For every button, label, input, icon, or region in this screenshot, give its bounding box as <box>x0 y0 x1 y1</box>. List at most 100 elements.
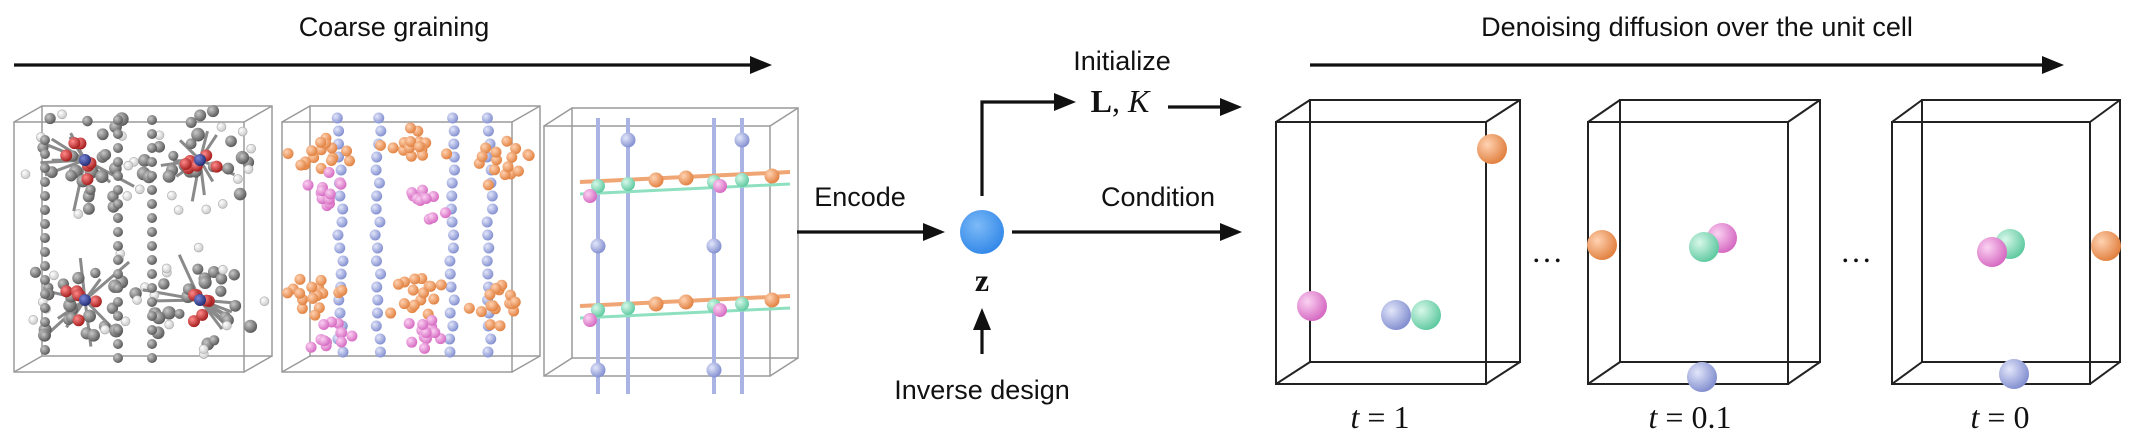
hydrogen-atom <box>100 324 110 335</box>
blue-block-atom <box>482 346 494 358</box>
linker-atom <box>147 171 157 181</box>
pink-node <box>583 189 597 203</box>
linker-atom <box>147 213 157 223</box>
green-node <box>621 177 635 191</box>
oxygen-atom <box>60 285 73 298</box>
blue-block-atom <box>481 255 493 267</box>
linker-atom <box>40 233 50 243</box>
green-node <box>735 173 749 187</box>
carbon-atom <box>185 138 197 150</box>
pink-node <box>583 313 597 327</box>
blue-block-atom <box>374 346 386 358</box>
hydrogen-atom <box>135 184 145 195</box>
blue-block-atom <box>369 229 381 241</box>
orange-block-atom <box>463 302 475 314</box>
blue-block-atom <box>486 190 498 202</box>
linker-atom <box>113 115 123 125</box>
blue-block-atom <box>375 268 387 280</box>
blue-block-atom <box>375 125 387 137</box>
blue-block-atom <box>448 138 460 150</box>
pink-block-atom <box>346 330 358 342</box>
linker-atom <box>40 261 50 271</box>
linker-atom <box>40 275 50 285</box>
orange-block-atom <box>441 148 453 160</box>
orange-block-atom <box>428 293 440 305</box>
hydrogen-atom <box>201 204 212 215</box>
orange-block-atom <box>325 155 337 167</box>
green-node <box>591 303 605 317</box>
carbon-atom <box>168 150 179 161</box>
linker-atom <box>40 289 50 299</box>
carbon-atom <box>29 266 41 278</box>
carbon-atom <box>243 319 258 333</box>
condition-label: Condition <box>1101 182 1215 212</box>
orange-block-atom <box>296 302 308 314</box>
carbon-atom <box>233 187 247 201</box>
blue-block-atom <box>445 281 457 293</box>
initialize-label: Initialize <box>1073 46 1171 76</box>
atom-cluster <box>20 104 270 363</box>
orange-block-atom <box>405 135 417 147</box>
linker-atom <box>113 143 123 153</box>
pink-block-atom <box>427 212 439 224</box>
init-to-cell-arrow <box>1168 98 1242 116</box>
oxygen-atom <box>89 295 102 308</box>
green-node <box>621 301 635 315</box>
green-node <box>591 179 605 193</box>
carbon-atom <box>198 275 212 290</box>
coarse-grained-panel <box>543 107 799 394</box>
coarse-graining-arrow <box>14 56 772 74</box>
hydrogen-atom <box>173 205 184 215</box>
carbon-atom <box>158 278 170 290</box>
linker-atom <box>147 129 157 139</box>
linker-atom <box>40 247 50 257</box>
orange-block-atom <box>315 136 327 148</box>
pink-block-atom <box>318 318 330 330</box>
orange-block-atom <box>385 307 397 319</box>
carbon-atom <box>192 263 204 275</box>
pink-block-atom <box>426 314 438 326</box>
latent-z-label: z <box>975 262 989 298</box>
metal-atom <box>79 294 91 306</box>
timestep-label-t0: t = 0 <box>1971 399 2030 435</box>
orange-block-atom <box>281 287 293 299</box>
carbon-atom <box>87 328 100 342</box>
atomistic-structure-panel <box>13 104 273 373</box>
blue-block-atom <box>337 255 349 267</box>
orange-block-atom <box>487 300 499 312</box>
blue-block-atom <box>334 307 346 319</box>
pink-building-block <box>1297 291 1327 321</box>
orange-block-atom <box>387 142 399 154</box>
pink-block-atom <box>302 179 314 191</box>
linker-atom <box>40 303 50 313</box>
linker-atom <box>147 339 157 349</box>
oxygen-atom <box>187 315 200 328</box>
blue-block-atom <box>481 216 493 228</box>
hydrogen-atom <box>73 209 84 219</box>
carbon-atom <box>215 273 228 285</box>
metal-atom <box>79 154 91 166</box>
orange-block-atom <box>294 273 306 285</box>
orange-block-atom <box>502 161 514 173</box>
pink-block-atom <box>417 319 429 331</box>
orange-block-atom <box>404 122 416 134</box>
orange-block-atom <box>344 155 356 167</box>
carbon-atom <box>185 116 197 128</box>
pink-block-atom <box>406 336 418 348</box>
linker-atom <box>113 213 123 223</box>
orange-block-atom <box>374 139 386 151</box>
hydrogen-atom <box>217 199 228 209</box>
linker-atom <box>147 297 157 307</box>
carbon-atom <box>85 184 96 196</box>
blue-block-atom <box>446 216 458 228</box>
carbon-atom <box>44 112 56 125</box>
diffusion-cell-t1 <box>1275 99 1521 385</box>
linker-atom <box>40 205 50 215</box>
pink-block-atom <box>420 193 432 205</box>
linker-atom <box>113 185 123 195</box>
coarse-grained-network <box>579 118 791 394</box>
orange-block-atom <box>341 145 353 157</box>
blue-block-atom <box>485 333 497 345</box>
blue-block-atom <box>482 125 494 137</box>
